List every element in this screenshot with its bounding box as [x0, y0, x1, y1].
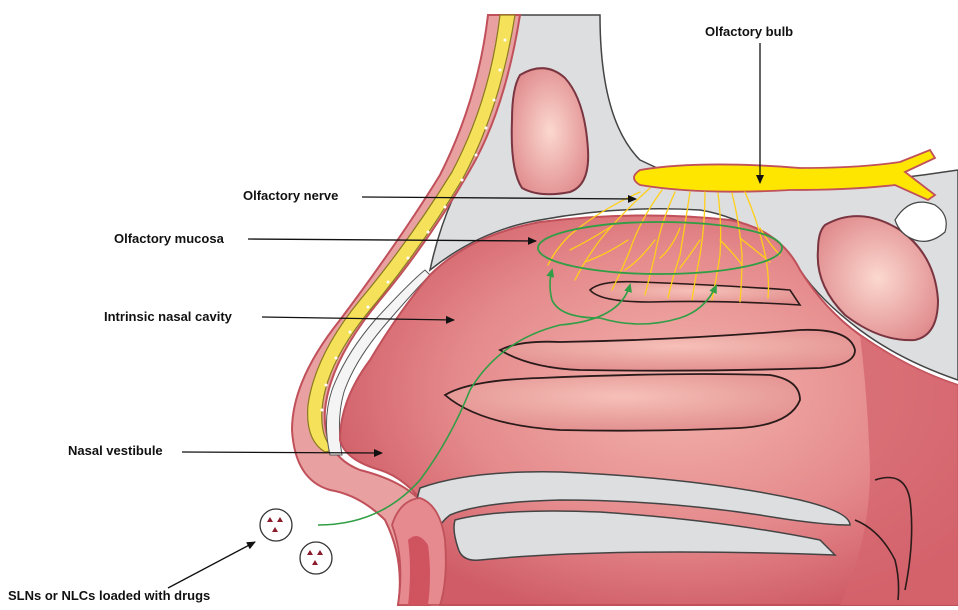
nanoparticle-2 — [300, 542, 332, 574]
label-intrinsic-nasal-cavity: Intrinsic nasal cavity — [104, 309, 232, 325]
lip-inner — [408, 536, 430, 605]
label-olfactory-bulb: Olfactory bulb — [705, 24, 793, 40]
nanoparticle-1 — [260, 509, 292, 541]
particles-arrow — [168, 542, 255, 588]
label-olfactory-nerve: Olfactory nerve — [243, 188, 338, 204]
label-nasal-vestibule: Nasal vestibule — [68, 443, 163, 459]
label-olfactory-mucosa: Olfactory mucosa — [114, 231, 224, 247]
label-particles: SLNs or NLCs loaded with drugs — [8, 588, 210, 604]
